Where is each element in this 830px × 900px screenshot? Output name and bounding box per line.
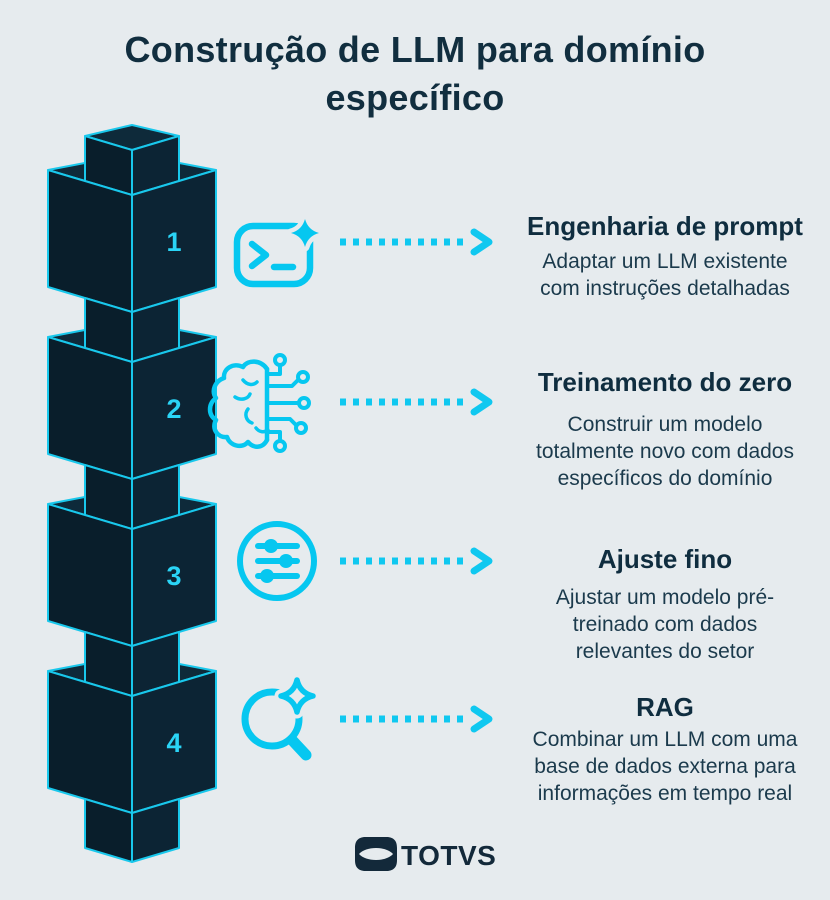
step-3-title: Ajuste fino [597,544,733,574]
step-1-description-line: com instruções detalhadas [540,277,790,300]
cube-block-1 [47,169,217,313]
step-2-description-line: Construir um modelo [567,413,763,436]
connector-cube-2 [84,464,180,530]
top-small-cube [84,124,180,196]
step-2-description-line: totalmente novo com dados [536,440,794,463]
step-2-title: Treinamento do zero [537,367,793,397]
totvs-wordmark: TOTVS [401,840,497,871]
step-4-description-line: Combinar um LLM com uma [532,728,798,751]
cube-number-1: 1 [166,227,181,257]
dotted-arrow-1 [340,228,493,256]
step-3-description: Ajustar um modelo pré- treinado com dado… [500,584,830,665]
step-4-description-line: informações em tempo real [537,782,793,805]
cube-number-3: 3 [166,561,181,591]
dotted-arrow-4 [340,705,493,733]
step-3-description-line: Ajustar um modelo pré- [555,586,775,609]
cube-number-4: 4 [166,728,181,758]
step-4-description: Combinar um LLM com uma base de dados ex… [500,726,830,807]
cube-tower [47,124,217,863]
step-1-description-line: Adaptar um LLM existente [542,250,788,273]
terminal-prompt-sparkle-icon [233,214,324,288]
step-1-description: Adaptar um LLM existente com instruções … [500,248,830,302]
sliders-circle-icon [237,521,317,601]
step-2-description: Construir um modelo totalmente novo com … [500,411,830,492]
cube-number-2: 2 [166,394,181,424]
totvs-logo-icon [355,837,397,871]
dotted-arrow-2 [340,388,493,416]
search-sparkle-icon [241,673,320,761]
step-3-description-line: relevantes do setor [575,640,755,663]
cube-block-3 [47,503,217,647]
step-2-description-line: específicos do domínio [557,467,773,490]
bottom-small-cube [84,798,180,863]
page-title: Construção de LLM para domínio específic… [124,29,706,118]
step-1-title: Engenharia de prompt [527,211,803,241]
cube-block-2 [47,336,217,480]
step-4-title: RAG [636,692,694,722]
dotted-arrow-3 [340,547,493,575]
step-3-description-line: treinado com dados [572,613,758,636]
ai-brain-circuit-icon [207,353,311,453]
step-4-description-line: base de dados externa para [534,755,796,778]
